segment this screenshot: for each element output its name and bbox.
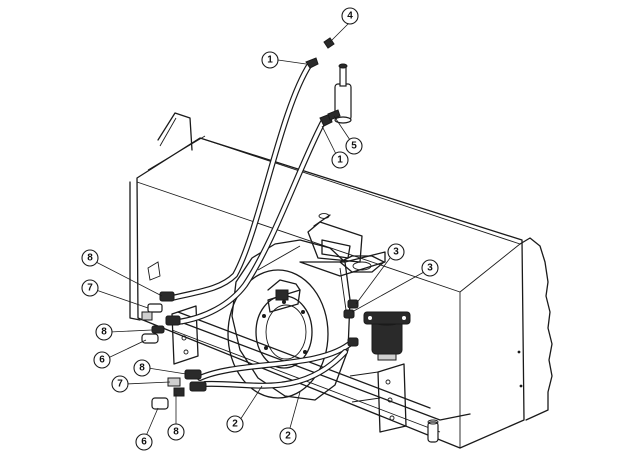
impeller-housing bbox=[227, 239, 351, 401]
callout-7-lower-label: 7 bbox=[117, 379, 123, 390]
callout-2-left: 2 bbox=[226, 415, 244, 433]
callout-7-upper-label: 7 bbox=[87, 283, 93, 294]
callout-8-bottom-label: 8 bbox=[173, 427, 179, 438]
motor-bracket bbox=[267, 279, 301, 313]
callout-4: 4 bbox=[341, 7, 359, 25]
callout-6-lower: 6 bbox=[135, 433, 153, 451]
callout-1-upper: 1 bbox=[261, 51, 279, 69]
callout-1-upper-label: 1 bbox=[267, 55, 273, 66]
callout-8-lower-label: 8 bbox=[139, 363, 145, 374]
callout-1-lower: 1 bbox=[331, 151, 349, 169]
callout-4-label: 4 bbox=[347, 11, 353, 22]
callout-8-lower: 8 bbox=[133, 359, 151, 377]
callout-3-upper-label: 3 bbox=[393, 247, 399, 258]
callout-8-top-label: 8 bbox=[87, 253, 93, 264]
callout-7-upper: 7 bbox=[81, 279, 99, 297]
callout-7-lower: 7 bbox=[111, 375, 129, 393]
callout-8-top: 8 bbox=[81, 249, 99, 267]
callout-3-lower: 3 bbox=[421, 259, 439, 277]
callout-1-lower-label: 1 bbox=[337, 155, 343, 166]
hose-fittings bbox=[141, 37, 359, 410]
callout-3-upper: 3 bbox=[387, 243, 405, 261]
callout-2-right-label: 2 bbox=[285, 431, 291, 442]
hydraulic-motor bbox=[363, 311, 411, 361]
callout-6-upper-label: 6 bbox=[99, 355, 105, 366]
callout-8-bottom: 8 bbox=[167, 423, 185, 441]
leader-lines bbox=[95, 21, 425, 437]
callout-6-lower-label: 6 bbox=[141, 437, 147, 448]
hydraulic-cylinder bbox=[334, 63, 352, 124]
callout-2-right: 2 bbox=[279, 427, 297, 445]
callout-8-mid: 8 bbox=[95, 323, 113, 341]
callout-5-label: 5 bbox=[351, 141, 357, 152]
mounting-plate-right bbox=[349, 363, 407, 433]
callout-6-upper: 6 bbox=[93, 351, 111, 369]
hoses bbox=[169, 61, 355, 389]
callout-2-left-label: 2 bbox=[232, 419, 238, 430]
callout-3-lower-label: 3 bbox=[427, 263, 433, 274]
callout-8-mid-label: 8 bbox=[101, 327, 107, 338]
discharge-spout bbox=[299, 213, 386, 277]
callout-5: 5 bbox=[345, 137, 363, 155]
bottom-skid-pin bbox=[427, 419, 439, 443]
